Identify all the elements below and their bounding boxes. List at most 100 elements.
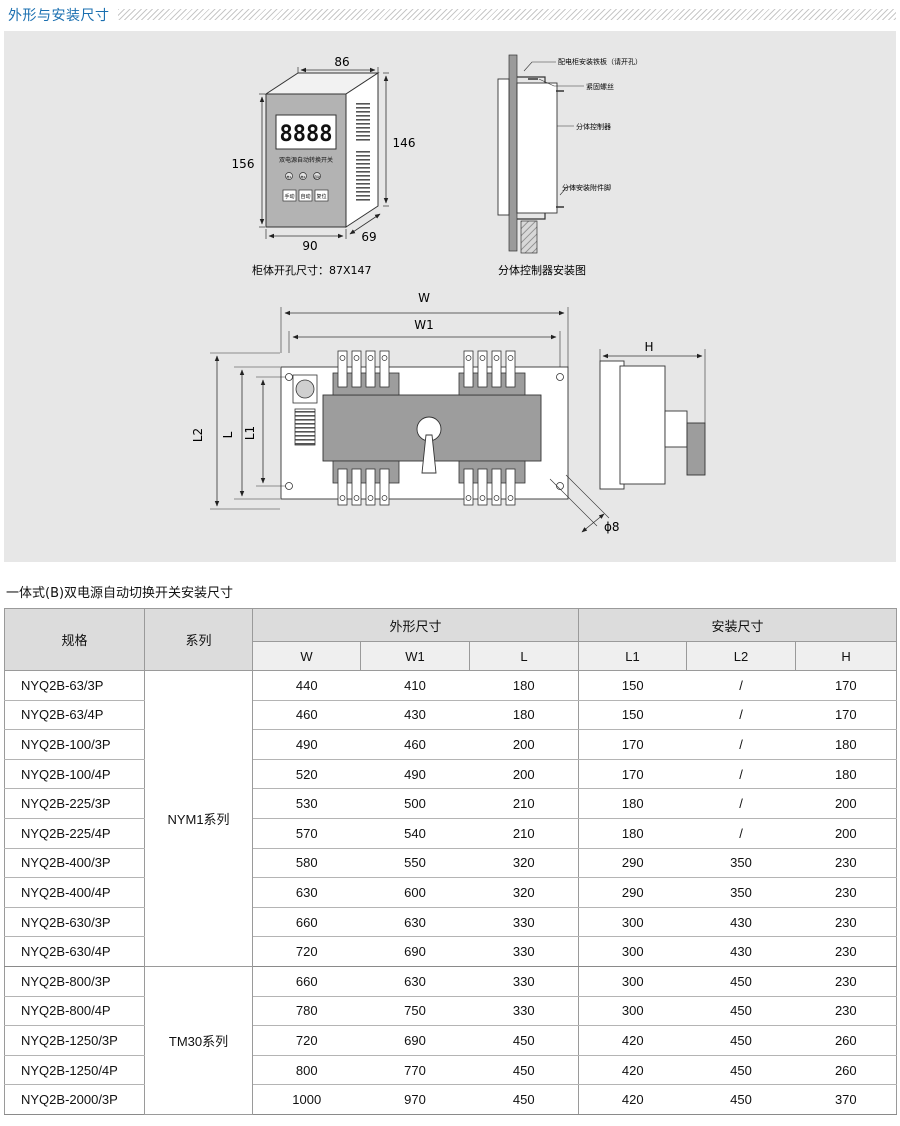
cell-l1: 300 (578, 936, 687, 967)
cell-model: NYQ2B-225/3P (4, 788, 145, 819)
cell-l: 330 (469, 995, 580, 1027)
cell-w: 630 (252, 877, 361, 908)
dim-w1-label: W1 (414, 318, 434, 332)
header-l1: L1 (578, 641, 688, 671)
cell-w1: 460 (360, 729, 470, 760)
cell-l2: 350 (686, 877, 796, 908)
cell-w: 720 (252, 936, 361, 967)
cell-model: NYQ2B-630/3P (4, 906, 145, 938)
vent-upper (356, 103, 370, 141)
cell-w1: 540 (360, 817, 470, 849)
cell-h: 230 (795, 936, 898, 967)
cell-l1: 170 (578, 758, 687, 790)
cell-l: 450 (469, 1084, 580, 1115)
cell-h: 230 (795, 877, 898, 908)
cell-l1: 290 (578, 877, 687, 908)
cell-l2: / (686, 729, 796, 760)
vent-lower (356, 149, 370, 201)
cabinet-plate (508, 54, 518, 252)
controller-caption: 柜体开孔尺寸：87X147 (252, 263, 372, 277)
cell-model: NYQ2B-2000/3P (4, 1084, 145, 1115)
dim-bottom-label: 90 (302, 239, 317, 253)
cell-w: 1000 (252, 1084, 361, 1115)
dim-l2-label: L2 (191, 428, 205, 442)
terminal-block (294, 408, 316, 446)
cell-l1: 420 (578, 1084, 687, 1115)
indicator-light-2 (299, 172, 307, 180)
dim-hole-label: ϕ8 (604, 520, 620, 534)
dim-h-label: H (644, 340, 653, 354)
cell-w: 460 (252, 699, 361, 731)
cell-w: 660 (252, 906, 361, 938)
cell-w1: 750 (360, 995, 470, 1027)
indicator-label: 电2 (301, 174, 306, 179)
cell-l1: 150 (578, 699, 687, 731)
cell-l2: / (686, 758, 796, 790)
cell-h: 370 (795, 1084, 898, 1115)
switch-drawing: W W1 (191, 291, 706, 534)
mount-hole-tl (285, 373, 293, 381)
cell-l2: 430 (686, 936, 796, 967)
cell-l: 180 (469, 699, 580, 731)
callout-controller: 分体控制器 (576, 122, 611, 131)
cell-l2: 450 (686, 1025, 796, 1056)
cell-l2: / (686, 817, 796, 849)
cell-l: 200 (469, 758, 580, 790)
cell-h: 230 (795, 995, 898, 1027)
dim-l1-label: L1 (243, 426, 257, 440)
cell-l1: 300 (578, 906, 687, 938)
indicator-label: 电1 (287, 174, 292, 179)
header-w: W (252, 641, 361, 671)
mount-bracket (520, 220, 538, 254)
auto-button-label: 自动 (300, 193, 310, 200)
cell-w: 780 (252, 995, 361, 1027)
cell-model: NYQ2B-400/3P (4, 847, 145, 879)
cell-h: 260 (795, 1054, 898, 1086)
section-header: 外形与安装尺寸 (0, 0, 900, 30)
cell-h: 180 (795, 758, 898, 790)
cell-model: NYQ2B-63/3P (4, 670, 145, 701)
cell-l2: 350 (686, 847, 796, 879)
mount-hole-br (556, 482, 564, 490)
indicator-label: 自动 (314, 174, 320, 179)
cell-model: NYQ2B-400/4P (4, 877, 145, 908)
cell-l: 210 (469, 788, 580, 819)
cell-model: NYQ2B-1250/4P (4, 1054, 145, 1086)
dim-l-label: L (221, 431, 235, 438)
cell-l: 330 (469, 936, 580, 967)
cell-series: NYM1系列 (144, 670, 253, 967)
indicator-light-3 (313, 172, 321, 180)
cell-model: NYQ2B-225/4P (4, 817, 145, 849)
cell-l2: 450 (686, 1054, 796, 1086)
cell-l2: 450 (686, 995, 796, 1027)
cell-w: 440 (252, 670, 361, 701)
cell-w1: 690 (360, 1025, 470, 1056)
cell-model: NYQ2B-1250/3P (4, 1025, 145, 1056)
header-l: L (468, 641, 580, 671)
cell-l: 210 (469, 817, 580, 849)
auto-button (298, 189, 313, 202)
header-outer: 外形尺寸 (251, 608, 580, 642)
cell-w1: 550 (360, 847, 470, 879)
side-view-handle (686, 422, 706, 476)
install-drawing: 配电柜安装铁板（请开孔） 紧固螺丝 分体控制器 分体安装附件脚 分体控制器安装图 (497, 54, 642, 277)
cell-l1: 290 (578, 847, 687, 879)
cell-model: NYQ2B-800/4P (4, 995, 145, 1027)
cell-l1: 420 (578, 1054, 687, 1086)
cell-w: 490 (252, 729, 361, 760)
cell-l: 180 (469, 670, 580, 701)
cell-l2: 430 (686, 906, 796, 938)
dim-right-label: 146 (393, 136, 416, 150)
cell-w: 520 (252, 758, 361, 790)
callout-screw: 紧固螺丝 (586, 82, 614, 91)
reset-button (314, 189, 329, 202)
dim-line-depth (349, 213, 381, 235)
cell-h: 230 (795, 847, 898, 879)
